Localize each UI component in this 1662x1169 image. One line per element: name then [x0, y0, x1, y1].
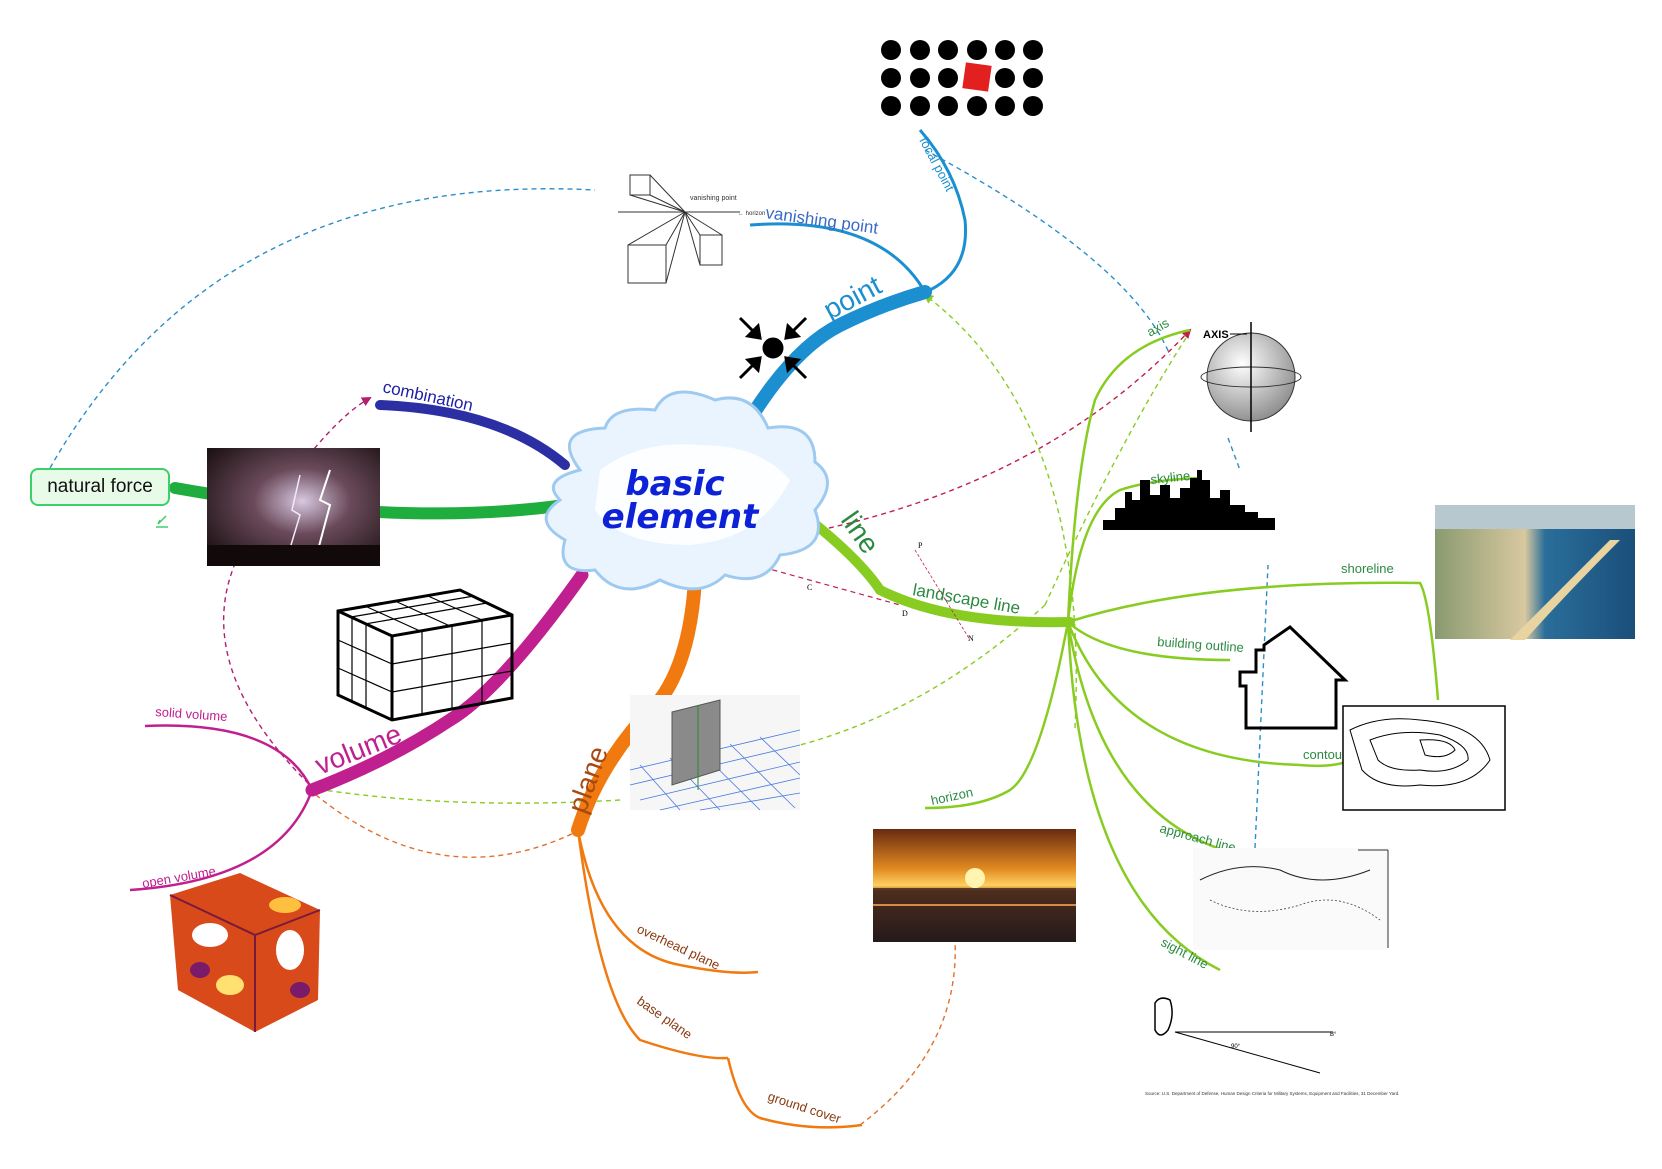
- central-title-line1: basic: [625, 464, 724, 504]
- sight-line-image: 90° B° Source: U.S. Department of Defens…: [1145, 997, 1399, 1096]
- relation-ground-cover-to-horizon: [859, 833, 956, 1126]
- line-diag-c: C: [807, 583, 812, 592]
- relation-line-diagram: [754, 564, 901, 606]
- vp-horizon-caption: ← horizon: [738, 211, 765, 217]
- branch-volume: [305, 568, 589, 797]
- line-diagram-image: P C D N: [807, 541, 974, 643]
- line-diag-d: D: [902, 609, 908, 618]
- branch-vanishing-point: [749, 222, 927, 293]
- sight-b: B°: [1330, 1032, 1337, 1038]
- branch-line: [805, 515, 1075, 628]
- branch-horizon: [924, 621, 1070, 810]
- label-vanishing-point[interactable]: vanishing point: [764, 203, 879, 238]
- label-ground-cover[interactable]: ground cover: [766, 1089, 843, 1127]
- relation-focal-point-to-axis: [924, 149, 1171, 356]
- branches: [129, 129, 1440, 1129]
- skyline-image: [1103, 470, 1275, 530]
- branch-shoreline: [1067, 581, 1440, 701]
- relations: [49, 149, 1269, 1126]
- relation-natural-force-to-vanishing-point: [49, 188, 596, 469]
- branch-skyline: [1066, 476, 1199, 623]
- branch-contour-line: [1066, 621, 1351, 768]
- wireframe-box-image: [336, 588, 514, 722]
- label-skyline[interactable]: skyline: [1150, 468, 1191, 487]
- relation-line-to-axis: [819, 328, 1192, 531]
- house-outline-image: [1238, 625, 1349, 730]
- sunset-photo: [873, 829, 1076, 942]
- branch-base-plane: [576, 829, 729, 1060]
- approach-map-image: [1193, 848, 1389, 950]
- relation-axis-to-skyline: [1227, 437, 1241, 471]
- label-solid-volume[interactable]: solid volume: [155, 704, 228, 724]
- line-diag-n: N: [968, 634, 974, 643]
- branch-open-volume: [129, 789, 314, 892]
- contour-map-image: [1342, 705, 1506, 811]
- axis-caption: AXIS: [1203, 329, 1229, 341]
- branch-building-outline: [1067, 621, 1231, 662]
- branch-combination: [375, 400, 570, 470]
- plane-grid-image: [629, 695, 801, 811]
- relation-landscape-to-axis: [1044, 334, 1189, 606]
- relation-plane-to-volume: [309, 789, 581, 858]
- relation-landscape-to-plane-image: [799, 604, 1046, 746]
- natural-force-node[interactable]: natural force: [30, 468, 170, 506]
- branch-solid-volume: [144, 724, 314, 791]
- converging-arrows-icon: [738, 316, 808, 380]
- branch-labels: point focal point vanishing point combin…: [141, 134, 1394, 1126]
- pencil-icon[interactable]: [156, 515, 168, 528]
- coastline-photo: [1435, 505, 1635, 640]
- vp-caption: vanishing point: [690, 195, 737, 202]
- label-building-outline[interactable]: building outline: [1157, 634, 1245, 655]
- vanishing-point-image: vanishing point ← horizon: [618, 174, 765, 284]
- label-base-plane[interactable]: base plane: [634, 993, 695, 1042]
- sight-deg: 90°: [1231, 1044, 1241, 1050]
- axis-globe-image: AXIS: [1200, 322, 1302, 432]
- open-volume-image: [169, 873, 321, 1032]
- central-title-line2: element: [602, 497, 760, 537]
- relation-plane-image-to-volume: [308, 784, 621, 804]
- lightning-photo: [207, 448, 380, 566]
- sight-source: Source: U.S. Department of Defense, Huma…: [1145, 1091, 1399, 1096]
- label-shoreline[interactable]: shoreline: [1341, 561, 1394, 576]
- central-topic[interactable]: basic element: [544, 390, 829, 591]
- branch-approach-line: [1066, 621, 1241, 857]
- relation-volume-to-combination: [222, 397, 372, 791]
- branch-ground-cover: [726, 1057, 863, 1129]
- branch-point-thick: [735, 285, 932, 439]
- relation-approach-to-axis: [1254, 564, 1269, 849]
- branch-overhead-plane: [576, 829, 759, 974]
- branch-sight-line: [1066, 621, 1221, 972]
- branch-axis: [1066, 328, 1191, 623]
- relation-landscape-to-point: [923, 293, 1077, 729]
- line-diag-p: P: [918, 541, 923, 550]
- dot-grid-icon: [881, 40, 1043, 116]
